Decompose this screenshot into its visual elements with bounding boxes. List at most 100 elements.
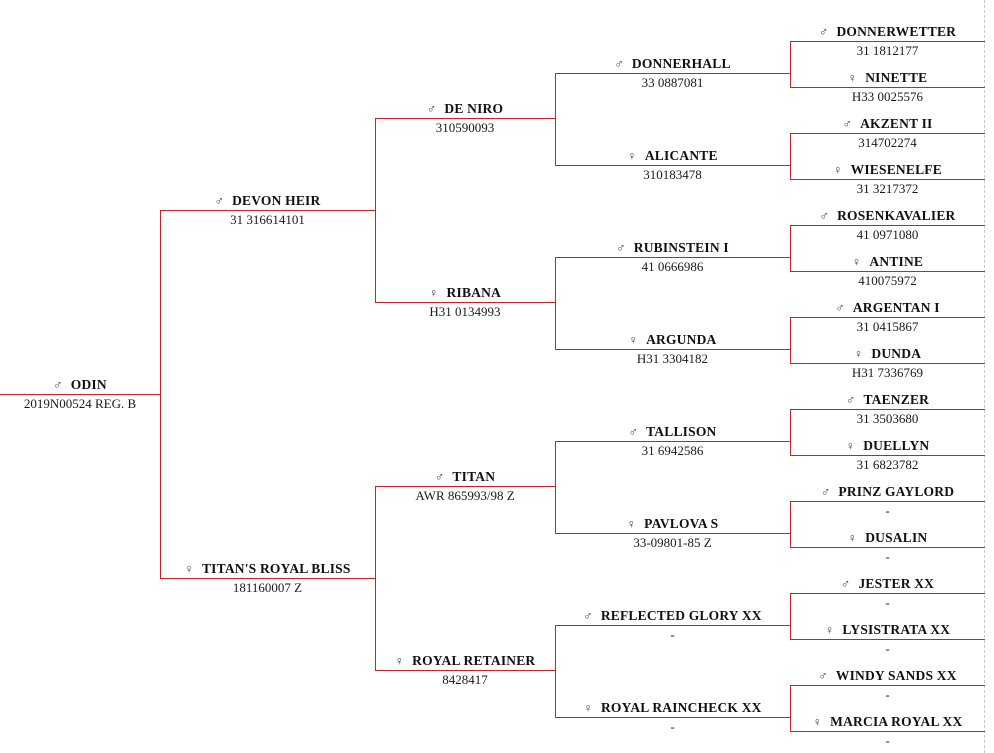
pedigree-bracket-reflected-glory-xx (790, 593, 791, 640)
horse-reg-titan-s-royal-bliss: 181160007 Z (232, 580, 303, 595)
pedigree-line-rubinstein-i (555, 257, 790, 258)
female-icon: ♀ (853, 347, 864, 361)
pedigree-line-de-niro (375, 118, 555, 119)
horse-name-label: RIBANA (446, 285, 502, 300)
horse-name-devon-heir: ♂ DEVON HEIR (160, 192, 375, 209)
female-icon: ♀ (428, 286, 439, 300)
female-icon: ♀ (627, 149, 637, 163)
horse-reg-devon-heir: 31 316614101 (230, 212, 305, 227)
horse-name-label: ALICANTE (644, 148, 718, 163)
male-icon: ♂ (616, 241, 626, 255)
horse-reg-odin: 2019N00524 REG. B (23, 396, 137, 411)
horse-name-label: ODIN (70, 377, 107, 392)
pedigree-bracket-royal-raincheck-xx (790, 685, 791, 732)
female-icon: ♀ (833, 163, 843, 177)
horse-reg-rubinstein-i: 41 0666986 (641, 259, 704, 274)
female-icon: ♀ (847, 71, 858, 85)
pedigree-line-akzent-ii (790, 133, 985, 134)
female-icon: ♀ (812, 715, 823, 729)
horse-reg-ribana: H31 0134993 (429, 304, 501, 319)
pedigree-bracket-argunda (790, 317, 791, 364)
pedigree-bracket-rubinstein-i (790, 225, 791, 272)
horse-name-ribana: ♀ RIBANA (375, 284, 555, 301)
pedigree-line-royal-retainer (375, 670, 555, 671)
horse-reg-jester-xx: - (885, 595, 890, 610)
male-icon: ♂ (214, 194, 225, 208)
horse-name-label: ROYAL RAINCHECK XX (600, 700, 762, 715)
horse-name-label: ROSENKAVALIER (837, 208, 956, 223)
horse-name-label: JESTER XX (858, 576, 935, 591)
horse-name-label: TITAN (452, 469, 496, 484)
pedigree-bracket-titan-s-royal-bliss (375, 486, 376, 671)
horse-reg-lysistrata-xx: - (885, 641, 890, 656)
female-icon: ♀ (824, 623, 835, 637)
horse-reg-dusalin: - (885, 549, 890, 564)
horse-reg-duellyn: 31 6823782 (856, 457, 919, 472)
horse-name-royal-raincheck-xx: ♀ ROYAL RAINCHECK XX (555, 699, 790, 716)
horse-name-ninette: ♀ NINETTE (790, 69, 985, 86)
pedigree-line-dunda (790, 363, 985, 364)
horse-name-label: DONNERWETTER (836, 24, 957, 39)
horse-name-label: TAENZER (863, 392, 930, 407)
horse-reg-donnerwetter: 31 1812177 (856, 43, 919, 58)
horse-name-label: DUSALIN (865, 530, 928, 545)
pedigree-line-rosenkavalier (790, 225, 985, 226)
horse-name-label: TALLISON (646, 424, 717, 439)
male-icon: ♂ (614, 57, 624, 71)
pedigree-bracket-pavlova-s (790, 501, 791, 548)
male-icon: ♂ (842, 117, 853, 131)
horse-name-royal-retainer: ♀ROYAL RETAINER (375, 652, 555, 669)
horse-name-odin: ♂ODIN (0, 376, 160, 393)
pedigree-bracket-titan (555, 441, 556, 534)
horse-reg-argunda: H31 3304182 (636, 351, 709, 366)
pedigree-bracket-tallison (790, 409, 791, 456)
horse-reg-dunda: H31 7336769 (851, 365, 924, 380)
horse-name-windy-sands-xx: ♂WINDY SANDS XX (790, 667, 985, 684)
pedigree-line-odin (0, 394, 160, 395)
horse-name-label: WINDY SANDS XX (835, 668, 957, 683)
horse-name-dusalin: ♀ DUSALIN (790, 529, 985, 546)
pedigree-line-dusalin (790, 547, 985, 548)
horse-name-label: ARGUNDA (646, 332, 717, 347)
horse-name-dunda: ♀DUNDA (790, 345, 985, 362)
horse-reg-royal-raincheck-xx: - (670, 719, 675, 734)
male-icon: ♂ (818, 25, 829, 39)
pedigree-line-tallison (555, 441, 790, 442)
female-icon: ♀ (847, 531, 858, 545)
horse-name-alicante: ♀ ALICANTE (555, 147, 790, 164)
horse-reg-reflected-glory-xx: - (670, 627, 675, 642)
horse-name-label: DEVON HEIR (232, 193, 321, 208)
horse-name-argentan-i: ♂ARGENTAN I (790, 299, 985, 316)
pedigree-line-ninette (790, 87, 985, 88)
female-icon: ♀ (845, 439, 856, 453)
horse-name-label: TITAN'S ROYAL BLISS (201, 561, 351, 576)
horse-reg-de-niro: 310590093 (435, 120, 495, 135)
horse-reg-ninette: H33 0025576 (851, 89, 924, 104)
male-icon: ♂ (819, 209, 830, 223)
horse-name-reflected-glory-xx: ♂REFLECTED GLORY XX (555, 607, 790, 624)
horse-reg-windy-sands-xx: - (885, 687, 890, 702)
pedigree-line-donnerhall (555, 73, 790, 74)
female-icon: ♀ (394, 654, 405, 668)
horse-name-label: DUELLYN (863, 438, 930, 453)
horse-name-tallison: ♂TALLISON (555, 423, 790, 440)
horse-name-argunda: ♀ARGUNDA (555, 331, 790, 348)
horse-name-label: PRINZ GAYLORD (838, 484, 955, 499)
horse-name-titan: ♂TITAN (375, 468, 555, 485)
pedigree-line-jester-xx (790, 593, 985, 594)
horse-name-label: NINETTE (865, 70, 928, 85)
horse-name-taenzer: ♂TAENZER (790, 391, 985, 408)
horse-name-titan-s-royal-bliss: ♀TITAN'S ROYAL BLISS (160, 560, 375, 577)
horse-reg-wiesenelfe: 31 3217372 (856, 181, 919, 196)
horse-name-label: ANTINE (869, 254, 924, 269)
pedigree-bracket-ribana (555, 257, 556, 350)
horse-name-prinz-gaylord: ♂PRINZ GAYLORD (790, 483, 985, 500)
horse-name-label: MARCIA ROYAL XX (830, 714, 963, 729)
female-icon: ♀ (583, 701, 593, 715)
pedigree-bracket-donnerhall (790, 41, 791, 88)
male-icon: ♂ (426, 102, 437, 116)
horse-reg-rosenkavalier: 41 0971080 (856, 227, 919, 242)
horse-name-label: DONNERHALL (631, 56, 731, 71)
pedigree-line-wiesenelfe (790, 179, 985, 180)
horse-name-de-niro: ♂DE NIRO (375, 100, 555, 117)
